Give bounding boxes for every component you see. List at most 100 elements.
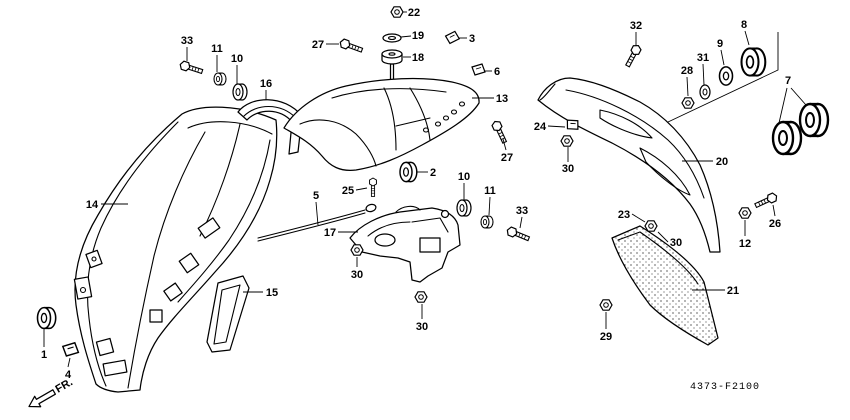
part-17-edge [367, 221, 411, 237]
part-15-outline [206, 275, 250, 353]
bolt-26 [753, 191, 779, 211]
callout-6: 6 [494, 66, 500, 78]
rubber-18 [381, 49, 403, 65]
leader-11-mid [488, 196, 491, 216]
leader-5 [315, 201, 319, 226]
part-14-mount [149, 309, 163, 323]
nut-30-upper [560, 135, 574, 147]
callout-8: 8 [741, 19, 747, 31]
callout-31: 31 [697, 52, 709, 64]
clip-3 [444, 30, 461, 45]
bolt-33-mid [505, 225, 531, 244]
front-direction-label: FR. [54, 376, 75, 395]
callout-1: 1 [41, 349, 47, 361]
callout-10: 10 [231, 53, 243, 65]
callout-5: 5 [313, 190, 319, 202]
leader-31 [702, 63, 705, 86]
part-5-head [365, 203, 377, 213]
callout-21: 21 [727, 285, 739, 297]
leader-7a [778, 87, 788, 124]
collar-11-mid [480, 215, 494, 229]
leader-23 [631, 213, 646, 223]
callout-11: 11 [211, 43, 223, 55]
callout-28: 28 [681, 65, 693, 77]
part-20-cutout [639, 147, 691, 196]
callout-20: 20 [716, 156, 728, 168]
callout-19: 19 [412, 30, 424, 42]
part-14-center-rib [127, 131, 206, 389]
callout-3: 3 [469, 33, 475, 45]
callout-16: 16 [260, 78, 272, 90]
group-bracket-line [667, 32, 779, 123]
leader-26 [772, 204, 776, 217]
rubber-18-hole [388, 52, 396, 56]
part-20-edge [539, 83, 556, 101]
nut-12 [738, 207, 752, 219]
part-14-mount [95, 337, 115, 357]
callout-30: 30 [416, 321, 428, 333]
callout-labels: 22 19 18 3 27 33 11 10 16 6 13 32 8 9 31… [41, 7, 791, 381]
part-17-tab [419, 237, 441, 253]
part-17-connector [395, 205, 421, 213]
part-16-edge [243, 105, 297, 119]
nut-30-lower [414, 291, 428, 303]
leader-25 [355, 187, 368, 191]
washer-9 [718, 66, 734, 86]
reflector-part-15 [206, 275, 250, 353]
callout-4: 4 [65, 369, 72, 381]
part-14-right-edge [177, 139, 271, 303]
washer-31 [699, 84, 711, 100]
bolt-27-mid [490, 119, 510, 145]
callout-30: 30 [351, 269, 363, 281]
leader-24 [547, 125, 566, 128]
part-17-outline [349, 207, 461, 283]
part-17-edge [411, 217, 449, 233]
band-part-16 [237, 99, 303, 155]
leader-7b [790, 87, 807, 106]
callout-27: 27 [501, 152, 513, 164]
band-part-5 [257, 203, 377, 242]
callout-29: 29 [600, 331, 612, 343]
callout-24: 24 [534, 121, 547, 133]
callout-7: 7 [785, 75, 791, 87]
part-14-mount [102, 359, 128, 377]
callout-22: 22 [408, 7, 420, 19]
callout-25: 25 [342, 185, 354, 197]
front-direction-indicator: FR. [28, 376, 75, 408]
grommet-10-top [232, 83, 248, 101]
figure-code: 4373-F2100 [690, 382, 760, 393]
part-15-inner [213, 284, 241, 345]
part-16-outline [237, 99, 303, 155]
leader-33-mid [519, 216, 523, 229]
callout-15: 15 [266, 287, 278, 299]
leader-8 [744, 30, 750, 46]
part-13-rib [395, 117, 431, 127]
callout-14: 14 [86, 199, 99, 211]
part-13-ridge [331, 88, 447, 99]
part-20-outline [537, 77, 721, 253]
callout-17: 17 [324, 227, 336, 239]
part-13-hole [458, 101, 466, 107]
grommet-7b [798, 102, 830, 138]
part-5-strap [257, 209, 366, 239]
grommet-10-mid [456, 199, 472, 217]
leader-4 [67, 357, 71, 368]
flap-part-21 [611, 225, 719, 346]
part-13-hole [442, 115, 450, 121]
part-14-mount [163, 282, 183, 302]
callout-11: 11 [484, 185, 496, 197]
collar-11-top [213, 72, 227, 86]
part-20-cutout [599, 109, 653, 139]
part-5-strap [257, 212, 366, 242]
nut-22 [390, 6, 404, 18]
leader-9 [720, 49, 725, 66]
callout-23: 23 [618, 209, 630, 221]
leader-19 [400, 35, 412, 38]
fender-part-13 [283, 63, 480, 172]
part-13-hump [383, 87, 397, 151]
grommet-8 [740, 47, 767, 77]
part-14-mount [85, 249, 103, 269]
part-13-front-curve [299, 119, 377, 167]
grommet-2 [399, 161, 418, 183]
